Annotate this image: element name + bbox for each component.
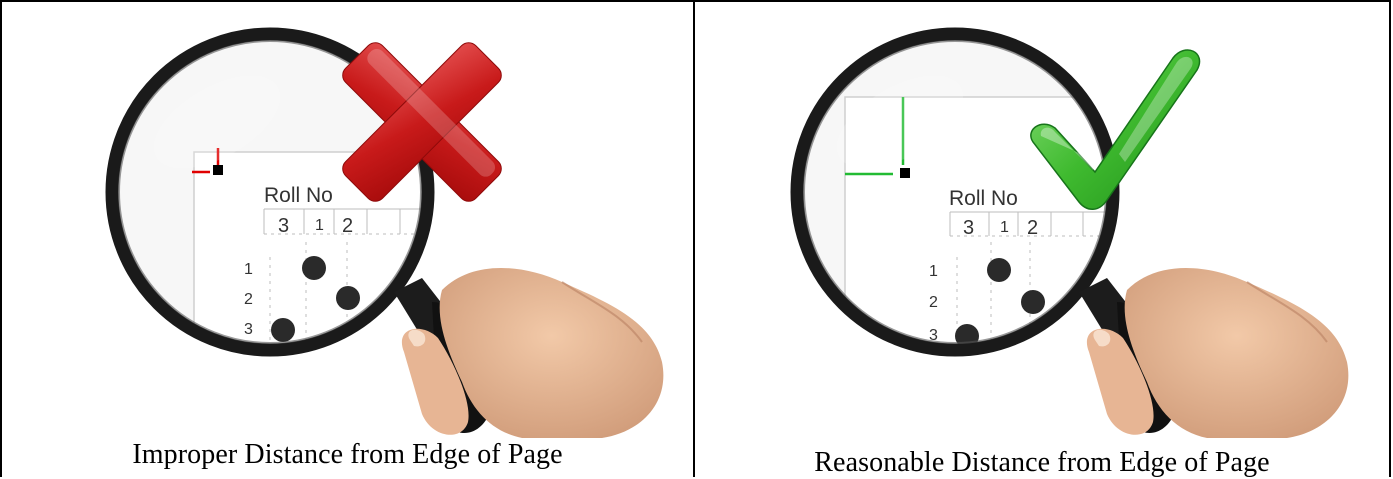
row-number: 2 bbox=[244, 291, 253, 308]
lens-view: Roll No 3 1 2 1 2 3 bbox=[797, 34, 1113, 350]
roll-no-heading: Roll No bbox=[264, 184, 333, 207]
roll-digit: 2 bbox=[1027, 217, 1038, 239]
green-check-icon bbox=[1030, 49, 1201, 210]
red-cross-icon bbox=[342, 42, 502, 202]
filled-bubble bbox=[987, 258, 1011, 282]
improper-illustration: Roll No 3 1 2 1 2 3 bbox=[105, 27, 664, 438]
reasonable-caption: Reasonable Distance from Edge of Page bbox=[814, 447, 1270, 478]
lens-view: Roll No 3 1 2 1 2 3 bbox=[112, 34, 428, 350]
hand-icon bbox=[401, 267, 664, 438]
row-number: 1 bbox=[929, 263, 938, 280]
filled-bubble bbox=[271, 318, 295, 342]
filled-bubble bbox=[302, 256, 326, 280]
improper-caption: Improper Distance from Edge of Page bbox=[132, 439, 563, 470]
reasonable-panel: Roll No 3 1 2 1 2 3 bbox=[695, 2, 1389, 478]
roll-digit: 1 bbox=[1000, 219, 1009, 236]
roll-digit: 3 bbox=[278, 215, 289, 237]
row-number: 3 bbox=[244, 321, 253, 338]
magnifier-rim bbox=[105, 27, 435, 357]
column-divider bbox=[693, 0, 695, 477]
timing-mark bbox=[213, 165, 223, 175]
roll-digit: 3 bbox=[963, 217, 974, 239]
filled-bubble bbox=[336, 286, 360, 310]
row-number: 3 bbox=[929, 327, 938, 344]
roll-digit: 1 bbox=[315, 217, 324, 234]
roll-no-heading: Roll No bbox=[949, 187, 1018, 210]
filled-bubble bbox=[1021, 290, 1045, 314]
roll-digit: 2 bbox=[342, 215, 353, 237]
timing-mark bbox=[900, 168, 910, 178]
improper-panel: Roll No 3 1 2 1 2 3 bbox=[2, 2, 693, 477]
hand-icon bbox=[1086, 267, 1349, 438]
row-number: 2 bbox=[929, 294, 938, 311]
reasonable-illustration: Roll No 3 1 2 1 2 3 bbox=[790, 27, 1349, 438]
row-number: 1 bbox=[244, 261, 253, 278]
